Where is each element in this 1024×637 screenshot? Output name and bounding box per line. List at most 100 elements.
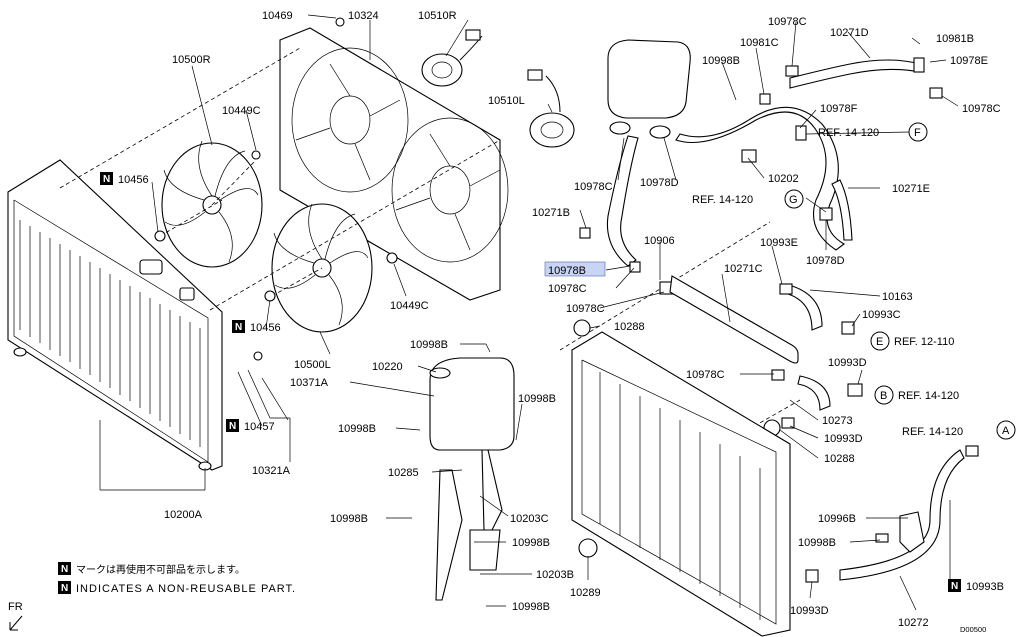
circle-g: G bbox=[784, 189, 804, 209]
label-10289: 10289 bbox=[570, 587, 601, 599]
n-badge-10456-top: N bbox=[100, 172, 113, 185]
ref-f-text: REF. 14-120 bbox=[818, 127, 879, 139]
n-badge-10993b: N bbox=[948, 579, 961, 592]
label-10272: 10272 bbox=[898, 617, 929, 629]
svg-text:B: B bbox=[880, 390, 887, 402]
circle-e: E bbox=[870, 331, 890, 351]
label-10271b: 10271B bbox=[532, 207, 570, 219]
hose-upper-hoses[interactable] bbox=[606, 59, 965, 581]
svg-text:N: N bbox=[61, 583, 68, 594]
label-10469: 10469 bbox=[262, 10, 293, 22]
label-10510l: 10510L bbox=[488, 95, 525, 107]
svg-text:N: N bbox=[61, 564, 68, 575]
label-10321a: 10321A bbox=[252, 465, 291, 477]
label-10457: 10457 bbox=[244, 421, 275, 433]
label-10978c-3: 10978C bbox=[574, 181, 613, 193]
label-10163: 10163 bbox=[882, 291, 913, 303]
circle-b: B bbox=[874, 385, 894, 405]
label-10456-bottom: 10456 bbox=[250, 322, 281, 334]
label-10993d-3: 10993D bbox=[790, 605, 829, 617]
ref-labels: REF. 14-120 F REF. 14-120 G E REF. 12-11… bbox=[692, 122, 1016, 440]
svg-text:E: E bbox=[876, 336, 883, 348]
circle-a: A bbox=[996, 420, 1016, 440]
drawing-code: D00500 bbox=[960, 625, 986, 634]
sub-tank[interactable] bbox=[607, 39, 691, 139]
label-10271c: 10271C bbox=[724, 263, 763, 275]
circle-f: F bbox=[908, 122, 928, 142]
part-labels: 10469 10324 10510R 10500R 10449C 10510L … bbox=[118, 10, 1004, 629]
legend-en: INDICATES A NON-REUSABLE PART. bbox=[76, 583, 296, 595]
label-10998b-2: 10998B bbox=[338, 423, 376, 435]
label-10993d-2: 10993D bbox=[824, 433, 863, 445]
label-10978f: 10978F bbox=[820, 103, 858, 115]
label-10998b-1: 10998B bbox=[410, 339, 448, 351]
bolts-top bbox=[154, 17, 398, 361]
legend-jp: マークは再使用不可部品を示します。 bbox=[76, 563, 245, 576]
n-badge-10457: N bbox=[226, 419, 239, 432]
label-10271d: 10271D bbox=[830, 27, 869, 39]
label-10203c: 10203C bbox=[510, 513, 549, 525]
label-10998b-7: 10998B bbox=[702, 55, 740, 67]
leader-lines bbox=[99, 14, 959, 611]
label-10993e: 10993E bbox=[760, 237, 798, 249]
label-10978b: 10978B bbox=[548, 265, 586, 277]
label-10288-top: 10288 bbox=[614, 321, 645, 333]
ref-b-text: REF. 14-120 bbox=[898, 390, 959, 402]
label-10500r: 10500R bbox=[172, 54, 211, 66]
reservoir-tank[interactable] bbox=[429, 357, 515, 601]
svg-text:N: N bbox=[235, 322, 242, 333]
label-10200a: 10200A bbox=[164, 509, 203, 521]
label-10500l: 10500L bbox=[294, 359, 331, 371]
label-10978c-6: 10978C bbox=[686, 369, 725, 381]
radiator-left[interactable] bbox=[7, 159, 223, 471]
fr-label: FR bbox=[8, 601, 23, 613]
svg-text:N: N bbox=[103, 174, 110, 185]
label-10510r: 10510R bbox=[418, 10, 457, 22]
label-10978c-4: 10978C bbox=[548, 283, 587, 295]
label-10998b-3: 10998B bbox=[518, 393, 556, 405]
label-10371a: 10371A bbox=[290, 377, 329, 389]
ref-e-text: REF. 12-110 bbox=[894, 336, 954, 348]
label-10203b: 10203B bbox=[536, 569, 574, 581]
legend: N マークは再使用不可部品を示します。 N INDICATES A NON-RE… bbox=[58, 562, 296, 595]
label-10456-top: 10456 bbox=[118, 174, 149, 186]
label-10324: 10324 bbox=[348, 10, 379, 22]
fan-motor-left[interactable] bbox=[527, 69, 575, 148]
label-10978c-1: 10978C bbox=[768, 16, 807, 28]
label-10993c: 10993C bbox=[862, 309, 901, 321]
fan-blade-right[interactable] bbox=[161, 140, 263, 268]
label-10978c-2: 10978C bbox=[962, 103, 1001, 115]
label-10993d-1: 10993D bbox=[828, 357, 867, 369]
radiator-right[interactable] bbox=[571, 331, 791, 637]
fr-arrow-icon bbox=[9, 615, 23, 631]
label-10906: 10906 bbox=[644, 235, 675, 247]
label-10981c: 10981C bbox=[740, 37, 779, 49]
label-10978c-5: 10978C bbox=[566, 303, 605, 315]
label-10993b: 10993B bbox=[966, 581, 1004, 593]
label-10981b: 10981B bbox=[936, 33, 974, 45]
clamps bbox=[573, 57, 979, 583]
label-10220: 10220 bbox=[372, 361, 403, 373]
legend-n-badge-jp: N bbox=[58, 562, 71, 575]
n-badges: N N N N bbox=[100, 172, 961, 592]
label-10285: 10285 bbox=[388, 467, 419, 479]
n-badge-10456-bottom: N bbox=[232, 320, 245, 333]
fan-motor-right[interactable] bbox=[421, 29, 483, 87]
label-10271e: 10271E bbox=[892, 183, 930, 195]
label-10996b: 10996B bbox=[818, 513, 856, 525]
svg-text:F: F bbox=[914, 127, 921, 139]
label-10978d-2: 10978D bbox=[806, 255, 845, 267]
label-10998b-6: 10998B bbox=[512, 601, 550, 613]
fan-shroud[interactable] bbox=[279, 27, 509, 301]
label-10288-bottom: 10288 bbox=[824, 453, 855, 465]
highlight-10978b bbox=[544, 261, 606, 277]
fr-indicator: FR bbox=[8, 601, 23, 631]
label-10978d-1: 10978D bbox=[640, 177, 679, 189]
label-10978e: 10978E bbox=[950, 55, 988, 67]
pipe-10271c[interactable] bbox=[669, 275, 799, 364]
ref-g-text: REF. 14-120 bbox=[692, 194, 753, 206]
svg-text:N: N bbox=[951, 581, 958, 592]
label-10998b-8: 10998B bbox=[798, 537, 836, 549]
svg-text:N: N bbox=[229, 421, 236, 432]
